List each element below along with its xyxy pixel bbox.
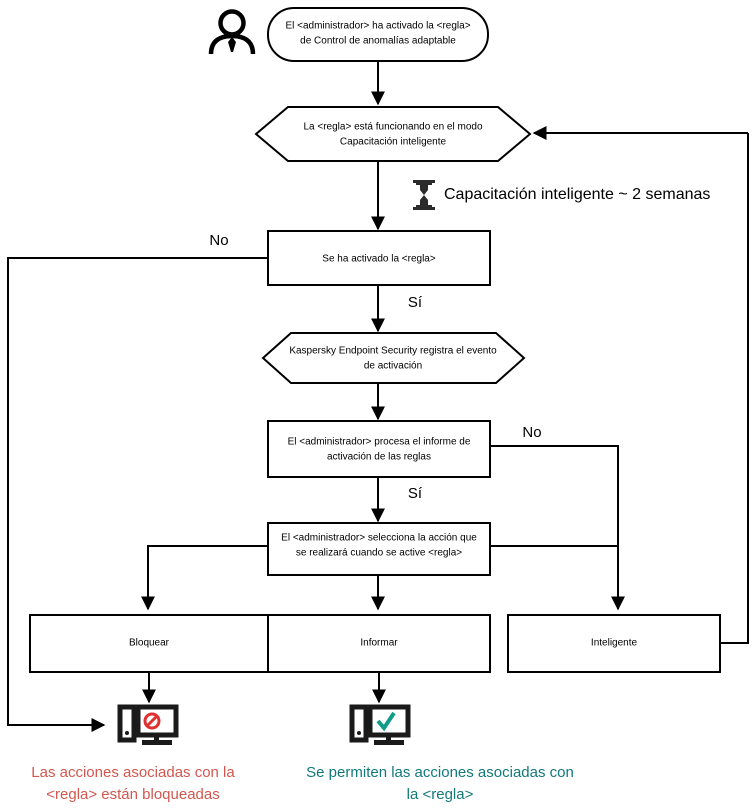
connector-selects-to-block xyxy=(141,545,268,611)
annotation-training-duration: Capacitación inteligente ~ 2 semanas xyxy=(413,180,710,210)
node-admin-report-shape xyxy=(267,420,491,478)
node-event-logged-shape xyxy=(261,332,526,384)
node-training-mode-line2: Capacitación inteligente xyxy=(340,137,447,148)
node-start[interactable]: El <administrador> ha activado la <regla… xyxy=(267,7,489,62)
hourglass-icon xyxy=(413,180,435,210)
node-start-shape xyxy=(267,7,489,62)
node-event-logged-line1: Kaspersky Endpoint Security registra el … xyxy=(289,346,497,357)
node-action-block[interactable]: Bloquear xyxy=(29,614,269,673)
node-action-smart-label: Inteligente xyxy=(591,638,638,649)
node-training-mode-line1: La <regla> está funcionando en el modo xyxy=(303,122,482,133)
node-rule-triggered[interactable]: Se ha activado la <regla> xyxy=(267,230,491,286)
node-rule-triggered-line1: Se ha activado la <regla> xyxy=(322,254,436,265)
caption-allowed-line2: la <regla> xyxy=(407,786,474,803)
node-action-smart[interactable]: Inteligente xyxy=(507,614,721,673)
edge-label-report-yes: Sí xyxy=(408,485,423,502)
node-admin-selects-shape xyxy=(267,522,491,576)
node-training-mode[interactable]: La <regla> está funcionando en el modo C… xyxy=(254,106,532,162)
node-training-mode-shape xyxy=(254,106,532,162)
caption-allowed-line1: Se permiten las acciones asociadas con xyxy=(306,764,574,781)
computer-allowed-icon xyxy=(349,704,411,745)
node-action-inform[interactable]: Informar xyxy=(267,614,491,673)
edge-label-report-no: No xyxy=(522,424,541,441)
node-event-logged-line2: de activación xyxy=(364,361,422,372)
node-admin-report-line2: activación de las reglas xyxy=(327,452,431,463)
node-admin-report[interactable]: El <administrador> procesa el informe de… xyxy=(267,420,491,478)
node-action-inform-label: Informar xyxy=(360,638,398,649)
node-start-line1: El <administrador> ha activado la <regla… xyxy=(285,21,470,32)
node-event-logged[interactable]: Kaspersky Endpoint Security registra el … xyxy=(261,332,526,384)
computer-blocked-icon xyxy=(117,704,179,745)
connector-report-no-to-smart xyxy=(490,445,625,611)
annotation-training-duration-text: Capacitación inteligente ~ 2 semanas xyxy=(444,186,710,203)
node-admin-report-line1: El <administrador> procesa el informe de xyxy=(288,437,471,448)
caption-blocked: Las acciones asociadas con la <regla> es… xyxy=(31,764,235,803)
connector-smart-loop-back xyxy=(720,133,749,644)
node-start-line2: de Control de anomalías adaptable xyxy=(300,36,456,47)
node-admin-selects-line1: El <administrador> selecciona la acción … xyxy=(281,533,477,544)
node-action-block-label: Bloquear xyxy=(129,638,170,649)
edge-label-triggered-no: No xyxy=(209,232,228,249)
connector-triggered-no-to-blocked xyxy=(7,257,268,732)
person-icon xyxy=(208,9,256,55)
caption-blocked-line2: <regla> están bloqueadas xyxy=(46,786,219,803)
node-action-smart-shape xyxy=(507,614,721,673)
caption-allowed: Se permiten las acciones asociadas con l… xyxy=(306,764,574,803)
edge-label-triggered-yes: Sí xyxy=(408,294,423,311)
node-admin-selects-line2: se realizará cuando se active <regla> xyxy=(296,548,462,559)
node-rule-triggered-shape xyxy=(267,230,491,286)
caption-blocked-line1: Las acciones asociadas con la xyxy=(31,764,235,781)
node-admin-selects[interactable]: El <administrador> selecciona la acción … xyxy=(267,522,491,576)
